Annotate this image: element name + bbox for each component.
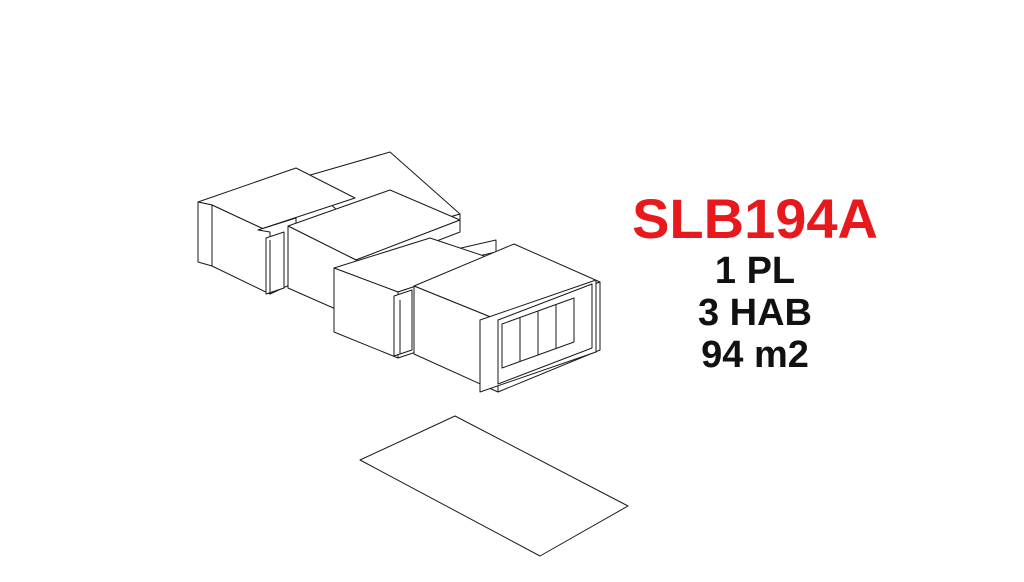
front-module	[413, 243, 601, 393]
left-module-window	[265, 231, 285, 295]
left-module-end-cap	[197, 201, 213, 267]
area-value: 94 m2	[701, 334, 809, 376]
model-code: SLB194A	[632, 187, 878, 250]
rooms-count: 3 HAB	[697, 292, 813, 334]
model-info-block: SLB194A 1 PL 3 HAB 94 m2	[600, 187, 910, 377]
floors-count: 1 PL	[714, 250, 796, 292]
plot-outline	[359, 415, 629, 557]
middle-module-window	[393, 289, 413, 357]
left-module	[197, 167, 356, 295]
